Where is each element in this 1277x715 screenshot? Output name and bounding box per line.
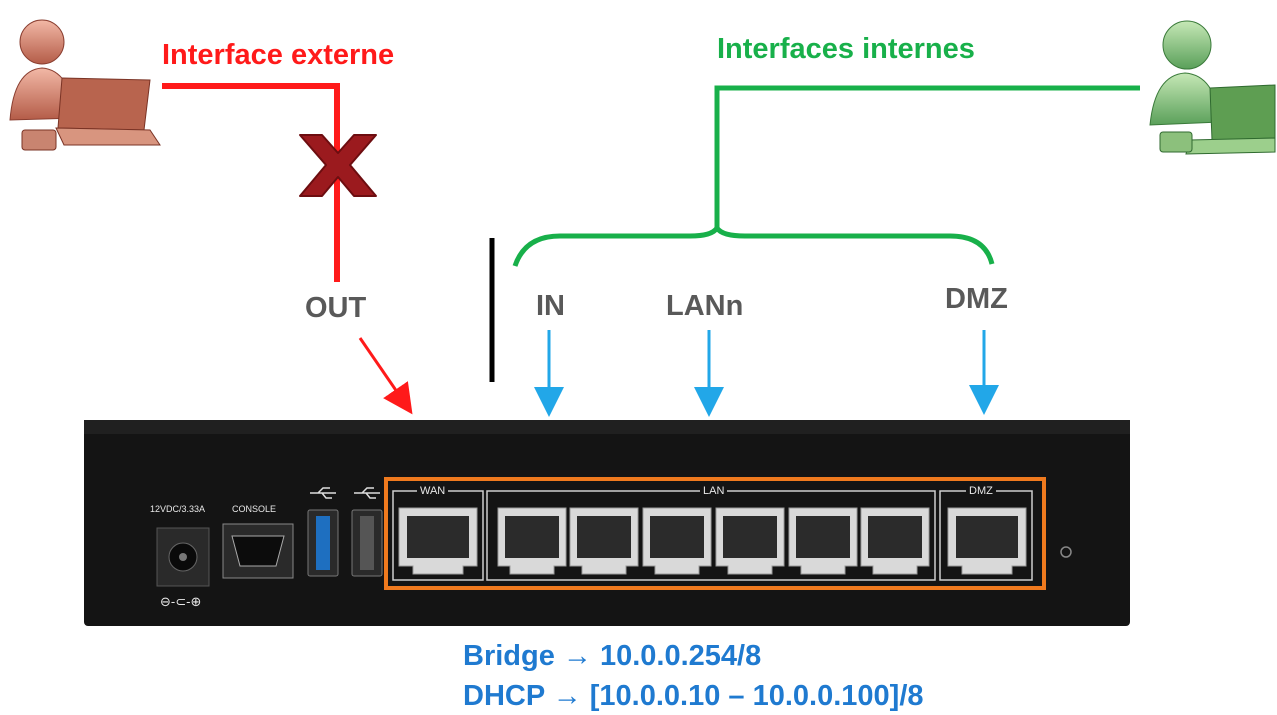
internal-link-lines bbox=[512, 85, 1140, 267]
lan-group-label: LAN bbox=[700, 485, 728, 497]
dmz-label: DMZ bbox=[945, 283, 1008, 315]
reset-hole bbox=[1060, 546, 1072, 558]
out-label: OUT bbox=[305, 292, 367, 324]
dmz-port-label: DMZ bbox=[966, 485, 996, 497]
internal-interfaces-label: Interfaces internes bbox=[717, 33, 975, 65]
user-computer-green-icon bbox=[1149, 20, 1276, 155]
power-rating-label: 12VDC/3.33A bbox=[150, 504, 206, 514]
polarity-icon: ⊖-⊂-⊕ bbox=[160, 594, 202, 609]
out-arrow bbox=[358, 337, 413, 415]
blocked-x-icon bbox=[299, 134, 377, 197]
external-interface-label: Interface externe bbox=[162, 39, 395, 71]
port-highlight-box bbox=[384, 477, 1046, 590]
user-computer-red-icon bbox=[9, 19, 161, 151]
external-link-line bbox=[162, 83, 340, 282]
firewall-device bbox=[84, 420, 1130, 626]
bridge-note: Bridge → 10.0.0.254/8 bbox=[463, 640, 762, 672]
in-label: IN bbox=[536, 290, 565, 322]
usb-icon bbox=[310, 487, 380, 499]
lan-label: LANn bbox=[666, 290, 744, 322]
wan-label: WAN bbox=[417, 485, 449, 497]
dhcp-note: DHCP → [10.0.0.10 – 10.0.0.100]/8 bbox=[463, 680, 924, 712]
console-label: CONSOLE bbox=[232, 504, 277, 514]
